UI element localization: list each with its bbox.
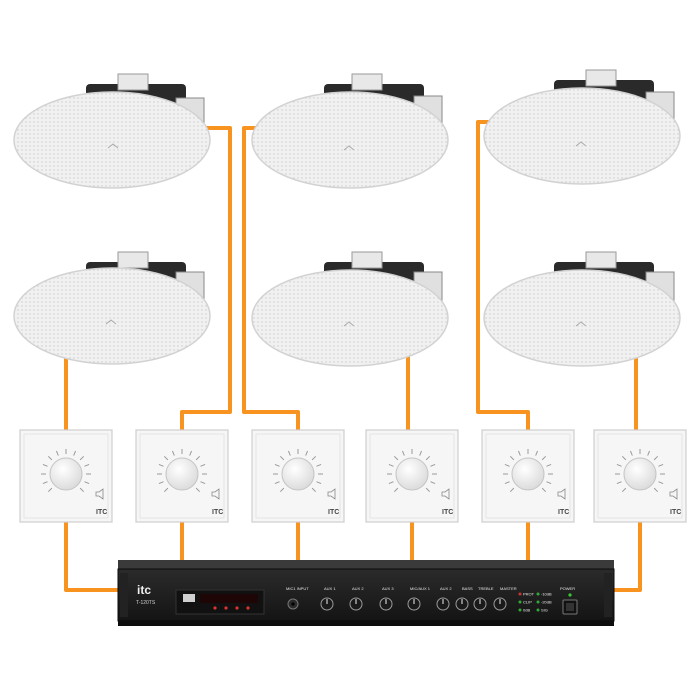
volume-control-panel: ITC [136, 430, 228, 522]
meter-led [537, 609, 540, 612]
amp-control-knob[interactable] [408, 598, 420, 610]
amp-input-label: MIC1 INPUT [286, 586, 309, 591]
panel-brand-label: ITC [558, 509, 569, 516]
amp-top-lid [118, 560, 614, 569]
speaker-middle-left [14, 252, 210, 364]
panel-brand-label: ITC [328, 509, 339, 516]
panel-brand-label: ITC [442, 509, 453, 516]
volume-control-panel: ITC [594, 430, 686, 522]
meter-label: CLIP [523, 600, 532, 605]
speaker-middle-right [484, 252, 680, 366]
meter-led [537, 593, 540, 596]
volume-knob[interactable] [624, 458, 656, 490]
rack-ear-right [604, 573, 612, 617]
amp-input-label: AUX 3 [382, 586, 394, 591]
amp-control-knob[interactable] [437, 598, 449, 610]
amp-control-knob[interactable] [474, 598, 486, 610]
amp-input-label: AUX 1 [324, 586, 336, 591]
amp-control-knob[interactable] [494, 598, 506, 610]
amp-control-knob[interactable] [321, 598, 333, 610]
meter-label: -10dB [541, 592, 552, 597]
meter-led [519, 609, 522, 612]
wire-panel-1-amp [66, 520, 120, 590]
volume-control-panel: ITC [482, 430, 574, 522]
amp-input-label: MASTER [500, 586, 517, 591]
speaker-top-left [14, 74, 210, 188]
meter-label: 0dB [523, 608, 530, 613]
speaker-middle-center [252, 252, 448, 366]
meter-led [537, 601, 540, 604]
amp-model-label: T-120TS [136, 600, 156, 606]
panel-brand-label: ITC [670, 509, 681, 516]
panel-brand-label: ITC [96, 509, 107, 516]
media-button-1[interactable] [213, 606, 216, 609]
volume-knob[interactable] [282, 458, 314, 490]
amp-control-knob[interactable] [350, 598, 362, 610]
volume-knob[interactable] [166, 458, 198, 490]
amp-input-label: AUX 2 [440, 586, 452, 591]
amp-input-label: BASS [462, 586, 473, 591]
meter-label: PROT [523, 592, 535, 597]
amp-input-label: MIC/AUX 1 [410, 586, 431, 591]
amp-control-knob[interactable] [380, 598, 392, 610]
speaker-top-right [484, 70, 680, 184]
volume-panels: ITC ITC ITC ITC ITC ITC [20, 430, 686, 522]
meter-label: -20dB [541, 600, 552, 605]
media-button-3[interactable] [235, 606, 238, 609]
meter-led [519, 601, 522, 604]
volume-control-panel: ITC [366, 430, 458, 522]
wire-panel-6-amp [612, 520, 640, 590]
volume-knob[interactable] [512, 458, 544, 490]
mixer-amplifier: itc T-120TS MIC1 INPUT AUX 1 AUX 2 AUX 3 MIC… [118, 560, 614, 626]
meter-led [519, 593, 522, 596]
power-label: POWER [560, 586, 575, 591]
media-button-4[interactable] [246, 606, 249, 609]
media-display [200, 594, 258, 603]
panel-brand-label: ITC [212, 509, 223, 516]
speaker-top-center [252, 74, 448, 188]
meter-label: SIG [541, 608, 548, 613]
volume-control-panel: ITC [252, 430, 344, 522]
amp-brand-logo: itc [137, 583, 151, 597]
amp-input-label: AUX 2 [352, 586, 364, 591]
media-button-2[interactable] [224, 606, 227, 609]
amp-input-label: TREBLE [478, 586, 494, 591]
volume-knob[interactable] [50, 458, 82, 490]
usb-port [183, 594, 195, 602]
power-led [568, 593, 571, 596]
amp-control-knob[interactable] [456, 598, 468, 610]
rack-ear-left [120, 573, 128, 617]
volume-knob[interactable] [396, 458, 428, 490]
volume-control-panel: ITC [20, 430, 112, 522]
